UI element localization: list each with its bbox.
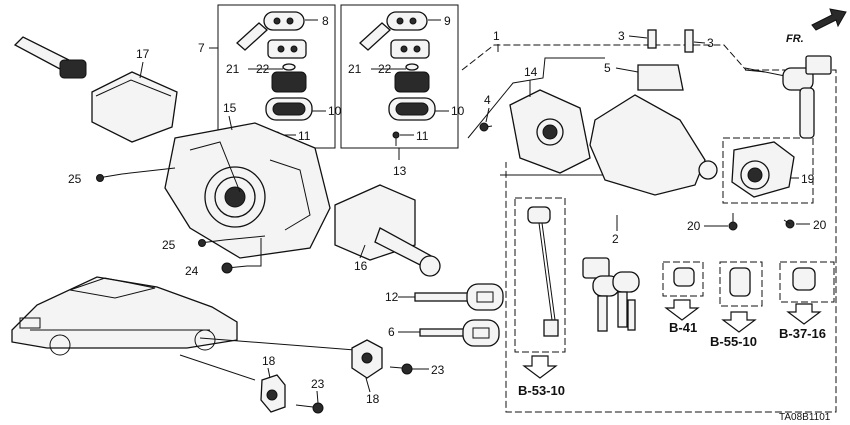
ref-b55-10: B-55-10 — [710, 334, 757, 349]
diagram-code: TA08B1101 — [779, 412, 831, 423]
steering-lock — [589, 29, 718, 196]
callout-25-upper: 25 — [68, 172, 82, 186]
callout-18-upper: 18 — [366, 392, 380, 406]
immobilizer-receiver — [731, 141, 795, 198]
trunk-cylinder-group — [514, 197, 566, 353]
callout-4: 4 — [484, 93, 491, 107]
battery-left — [282, 63, 296, 71]
ref-b37-16: B-37-16 — [779, 326, 826, 341]
screw-25-upper — [96, 173, 123, 182]
callout-14: 14 — [524, 65, 538, 79]
key-set-middle — [582, 257, 640, 332]
key-fob-left — [236, 11, 305, 51]
ignition-cylinder — [509, 89, 591, 174]
screw-20-right — [783, 219, 795, 229]
callout-20-right: 20 — [813, 218, 827, 232]
wiper-switch-lever — [13, 36, 178, 143]
bolt-24 — [221, 262, 248, 274]
light-switch-lever — [334, 184, 441, 277]
door-cylinder-lower — [260, 374, 286, 413]
front-direction-label: FR. — [786, 33, 804, 45]
part-b55-10-group — [719, 261, 763, 333]
callout-8: 8 — [322, 14, 329, 28]
callout-23-lower: 23 — [311, 377, 325, 391]
callout-6: 6 — [388, 325, 395, 339]
blank-key-12 — [414, 283, 504, 311]
immobilizer-frame — [722, 137, 814, 204]
fob-buttons-left — [271, 71, 307, 93]
blank-key-6 — [419, 319, 500, 347]
ref-b41: B-41 — [669, 320, 697, 335]
fob-board-left — [267, 39, 307, 59]
callout-2: 2 — [612, 232, 619, 246]
callout-11-right: 11 — [416, 129, 429, 143]
callout-18-lower: 18 — [262, 354, 276, 368]
front-direction-indicator — [811, 8, 847, 31]
callout-20-left: 20 — [687, 219, 701, 233]
callout-11-left: 11 — [298, 129, 311, 143]
callout-24: 24 — [185, 264, 199, 278]
callout-3-right: 3 — [707, 36, 714, 50]
callout-3-left: 3 — [618, 29, 625, 43]
key-group-left — [217, 4, 336, 149]
callout-23-upper: 23 — [431, 363, 445, 377]
screw-25-lower — [198, 239, 225, 247]
screw-20-left — [728, 213, 738, 231]
door-cylinder-upper — [351, 339, 383, 379]
combination-switch-body — [164, 122, 331, 259]
callout-10-left: 10 — [328, 104, 342, 118]
key-set-top-right — [744, 55, 832, 139]
fob-case-left — [265, 97, 313, 121]
callout-9: 9 — [444, 14, 451, 28]
callout-7: 7 — [198, 41, 205, 55]
key-group-right — [340, 4, 459, 160]
callout-21-right: 21 — [348, 62, 362, 76]
screw-4 — [479, 122, 493, 132]
callout-22-left: 22 — [256, 62, 270, 76]
callout-10-right: 10 — [451, 104, 465, 118]
part-b37-16-group — [779, 261, 835, 325]
screw-23-lower — [295, 402, 324, 414]
callout-22-right: 22 — [378, 62, 392, 76]
callout-13: 13 — [393, 164, 407, 178]
callout-21-left: 21 — [226, 62, 240, 76]
callout-16: 16 — [354, 259, 368, 273]
callout-12: 12 — [385, 290, 399, 304]
callout-25-lower: 25 — [162, 238, 176, 252]
part-b41-group — [662, 261, 704, 321]
callout-15: 15 — [223, 101, 237, 115]
callout-1: 1 — [493, 29, 500, 43]
ref-b53-10: B-53-10 — [518, 383, 565, 398]
callout-5: 5 — [604, 61, 611, 75]
arrow-b53-10 — [522, 355, 558, 379]
vehicle-outline — [11, 276, 238, 356]
screw-23-upper — [389, 363, 413, 375]
callout-17: 17 — [136, 47, 150, 61]
ignition-set-frame — [461, 44, 837, 413]
callout-19: 19 — [801, 172, 815, 186]
